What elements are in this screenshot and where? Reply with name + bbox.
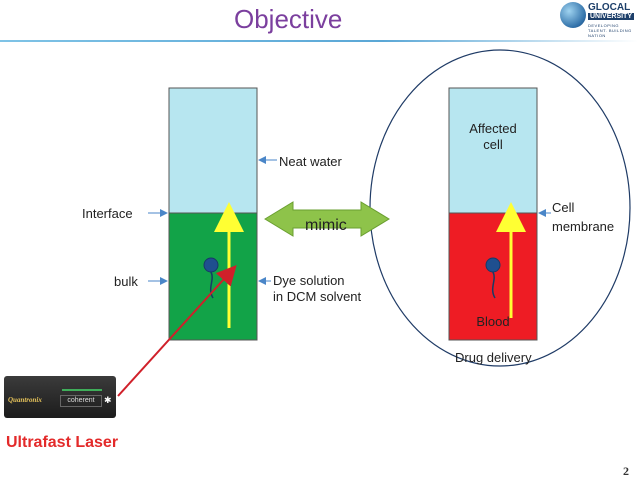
blood-label: Blood (476, 314, 510, 329)
title-underline (0, 40, 638, 42)
left-water-layer (168, 87, 258, 214)
membrane-label-line1: Cell (552, 200, 575, 215)
membrane-label-line2: membrane (552, 219, 615, 234)
affected-label-line1: Affected (469, 121, 517, 136)
laser-stripe (62, 389, 102, 391)
molecule-icon (203, 257, 219, 299)
logo-text-3: DEVELOPING TALENT. BUILDING NATION (588, 23, 632, 38)
laser-device: Quantronix coherent ✱ (4, 376, 116, 418)
mimic-label: mimic (305, 217, 347, 234)
laser-star-icon: ✱ (104, 395, 112, 405)
globe-icon (560, 2, 586, 28)
title-bar: Objective GLOCAL UNIVERSITY DEVELOPING T… (0, 0, 638, 42)
bulk-label: bulk (114, 274, 138, 289)
laser-beam (117, 265, 237, 397)
neat-water-label: Neat water (279, 154, 342, 169)
dye-label-line1: Dye solution (273, 273, 345, 288)
left-bulk-layer (168, 212, 258, 341)
university-logo: GLOCAL UNIVERSITY DEVELOPING TALENT. BUI… (560, 0, 638, 38)
molecule-icon (485, 257, 501, 299)
affected-label-line2: cell (483, 137, 503, 152)
slide-title: Objective (234, 4, 343, 34)
laser-label: Ultrafast Laser (6, 434, 119, 451)
laser-model: coherent (60, 395, 102, 407)
interface-label: Interface (82, 206, 133, 221)
page-number: 2 (623, 464, 629, 478)
logo-text-2: UNIVERSITY (588, 13, 635, 20)
right-cell-layer (448, 87, 538, 214)
right-blood-layer (448, 212, 538, 341)
laser-brand: Quantronix (8, 396, 42, 404)
drug-delivery-label: Drug delivery (455, 350, 532, 365)
logo-text-1: GLOCAL (588, 2, 631, 13)
dye-label-line2: in DCM solvent (273, 289, 362, 304)
double-arrow-icon (264, 201, 390, 237)
